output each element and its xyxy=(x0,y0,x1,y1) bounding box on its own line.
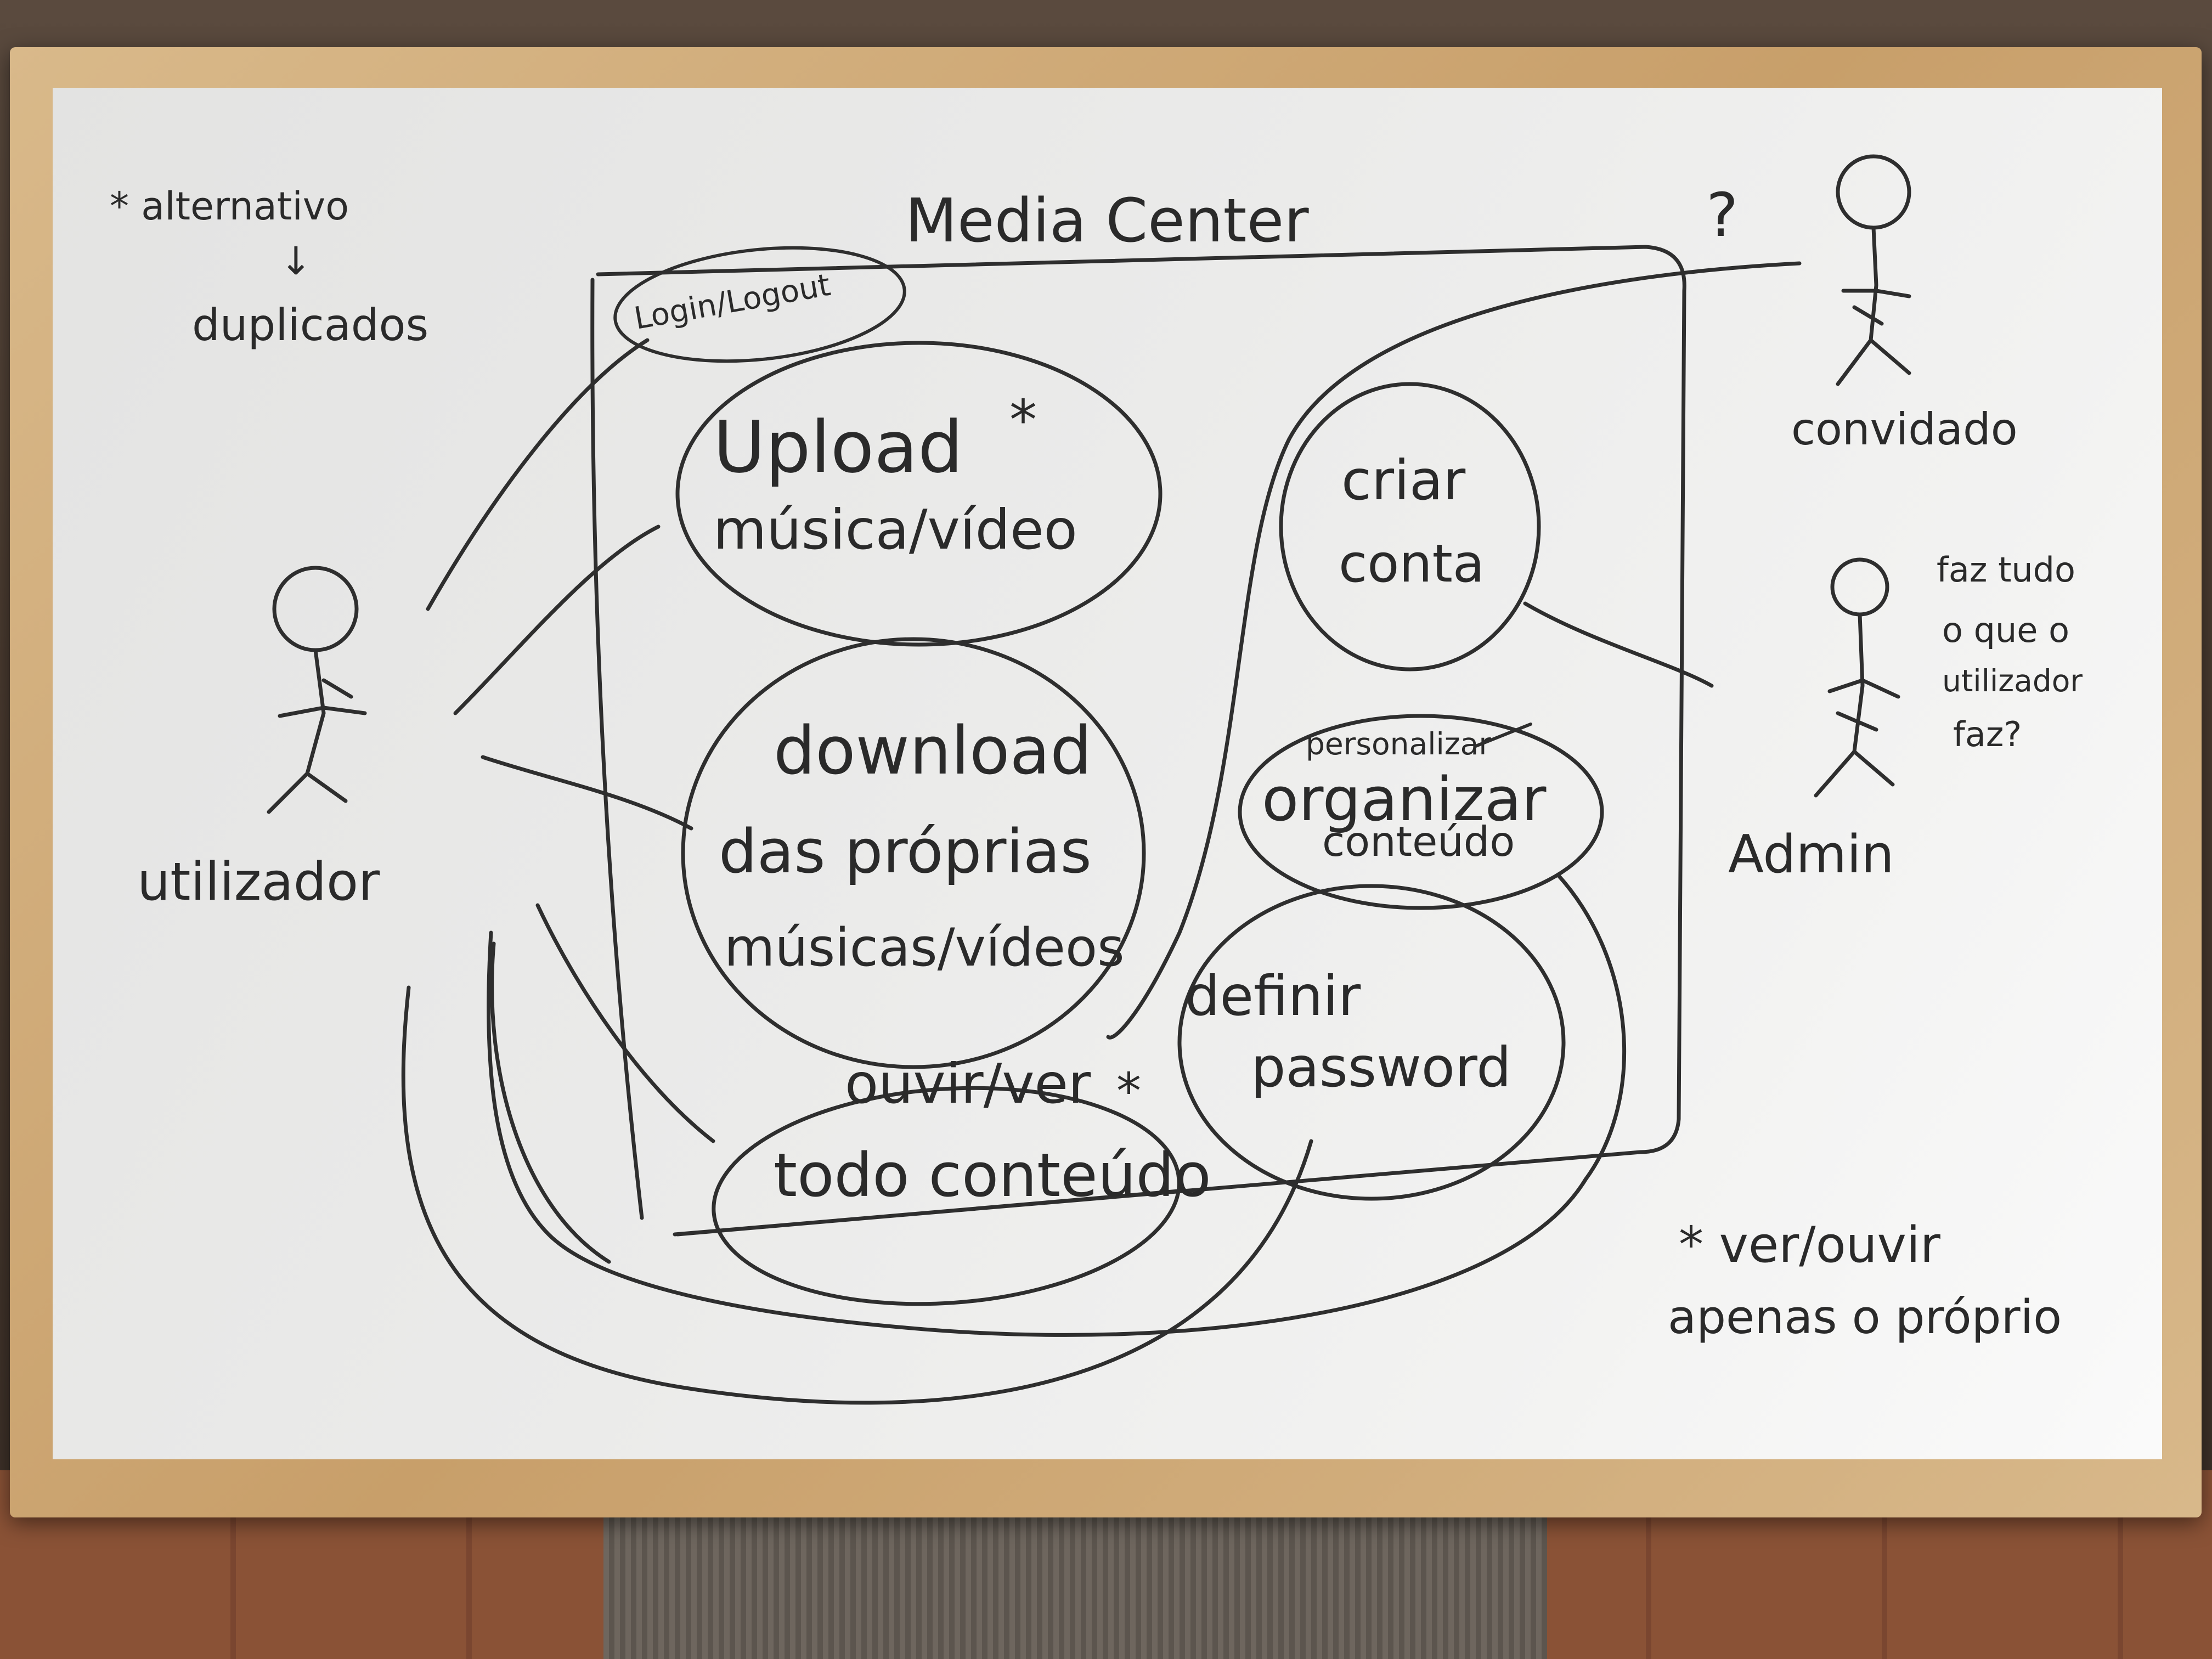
usecase-ouvir-ellipse xyxy=(712,1086,1181,1306)
usecase-criar-ellipse xyxy=(1279,382,1541,672)
actor-convidado-label: convidado xyxy=(1791,404,2018,455)
alt-note-line-2: duplicados xyxy=(192,300,428,351)
usecase-upload-label-1: Upload xyxy=(713,405,963,489)
assoc-utilizador-loop2 xyxy=(490,941,611,1264)
actor-utilizador-figure xyxy=(267,566,367,814)
usecase-download-label-1: download xyxy=(774,713,1092,789)
admin-note-line-1: faz tudo xyxy=(1937,550,2075,590)
usecase-criar-label-1: criar xyxy=(1341,448,1466,512)
admin-note-line-3: utilizador xyxy=(1942,663,2083,698)
usecase-download-label-2: das próprias xyxy=(719,816,1092,887)
admin-note-line-4: faz? xyxy=(1953,714,2022,754)
usecase-organizar-label-2: conteúdo xyxy=(1322,817,1515,866)
usecase-personalizar-label: personalizar xyxy=(1306,726,1491,761)
usecase-definir-ellipse xyxy=(1177,884,1566,1201)
usecase-definir-label-2: password xyxy=(1251,1035,1511,1099)
usecase-ouvir-label-1: ouvir/ver xyxy=(845,1052,1091,1116)
assoc-admin-criar xyxy=(1523,601,1714,688)
usecase-criar-label-2: conta xyxy=(1339,534,1485,594)
convidado-question-mark: ? xyxy=(1706,180,1738,250)
whiteboard xyxy=(53,88,2162,1459)
strikethrough-mark xyxy=(1474,723,1532,748)
usecase-upload-label-2: música/vídeo xyxy=(713,498,1077,562)
actor-utilizador-label: utilizador xyxy=(137,852,380,912)
actor-admin-label: Admin xyxy=(1728,825,1894,885)
usecase-login-ellipse xyxy=(613,246,906,363)
assoc-utilizador-upload xyxy=(453,524,661,715)
system-title: Media Center xyxy=(905,185,1309,256)
organizar-connector xyxy=(487,873,1627,1337)
star-note-line-1: * ver/ouvir xyxy=(1679,1216,1940,1274)
usecase-ouvir-label-2: todo conteúdo xyxy=(774,1140,1211,1210)
usecase-organizar-label-1: organizar xyxy=(1262,764,1547,834)
star-note-line-2: apenas o próprio xyxy=(1668,1290,2062,1345)
assoc-utilizador-ouvir xyxy=(535,903,715,1143)
outer-association-loop xyxy=(401,985,1313,1405)
alt-note-arrow: ↓ xyxy=(280,239,312,284)
usecase-download-label-3: músicas/vídeos xyxy=(724,918,1125,978)
system-boundary xyxy=(590,245,1686,1237)
usecase-ouvir-star: * xyxy=(1116,1063,1141,1120)
usecase-login-label: Login/Logout xyxy=(631,267,833,337)
usecase-upload-ellipse xyxy=(675,341,1163,647)
chair xyxy=(603,1503,1547,1659)
usecase-download-ellipse xyxy=(681,637,1146,1069)
actor-admin-figure xyxy=(1814,557,1900,798)
usecase-organizar-ellipse xyxy=(1238,714,1604,910)
assoc-utilizador-download xyxy=(481,755,693,831)
usecase-upload-star: * xyxy=(1009,388,1037,452)
usecase-definir-label-1: definir xyxy=(1185,964,1361,1028)
admin-note-line-2: o que o xyxy=(1942,610,2069,650)
actor-convidado-figure xyxy=(1836,154,1911,386)
admin-group-boundary xyxy=(1106,261,1802,1040)
alt-note-line-1: * alternativo xyxy=(110,184,349,229)
assoc-utilizador-login xyxy=(426,338,650,611)
